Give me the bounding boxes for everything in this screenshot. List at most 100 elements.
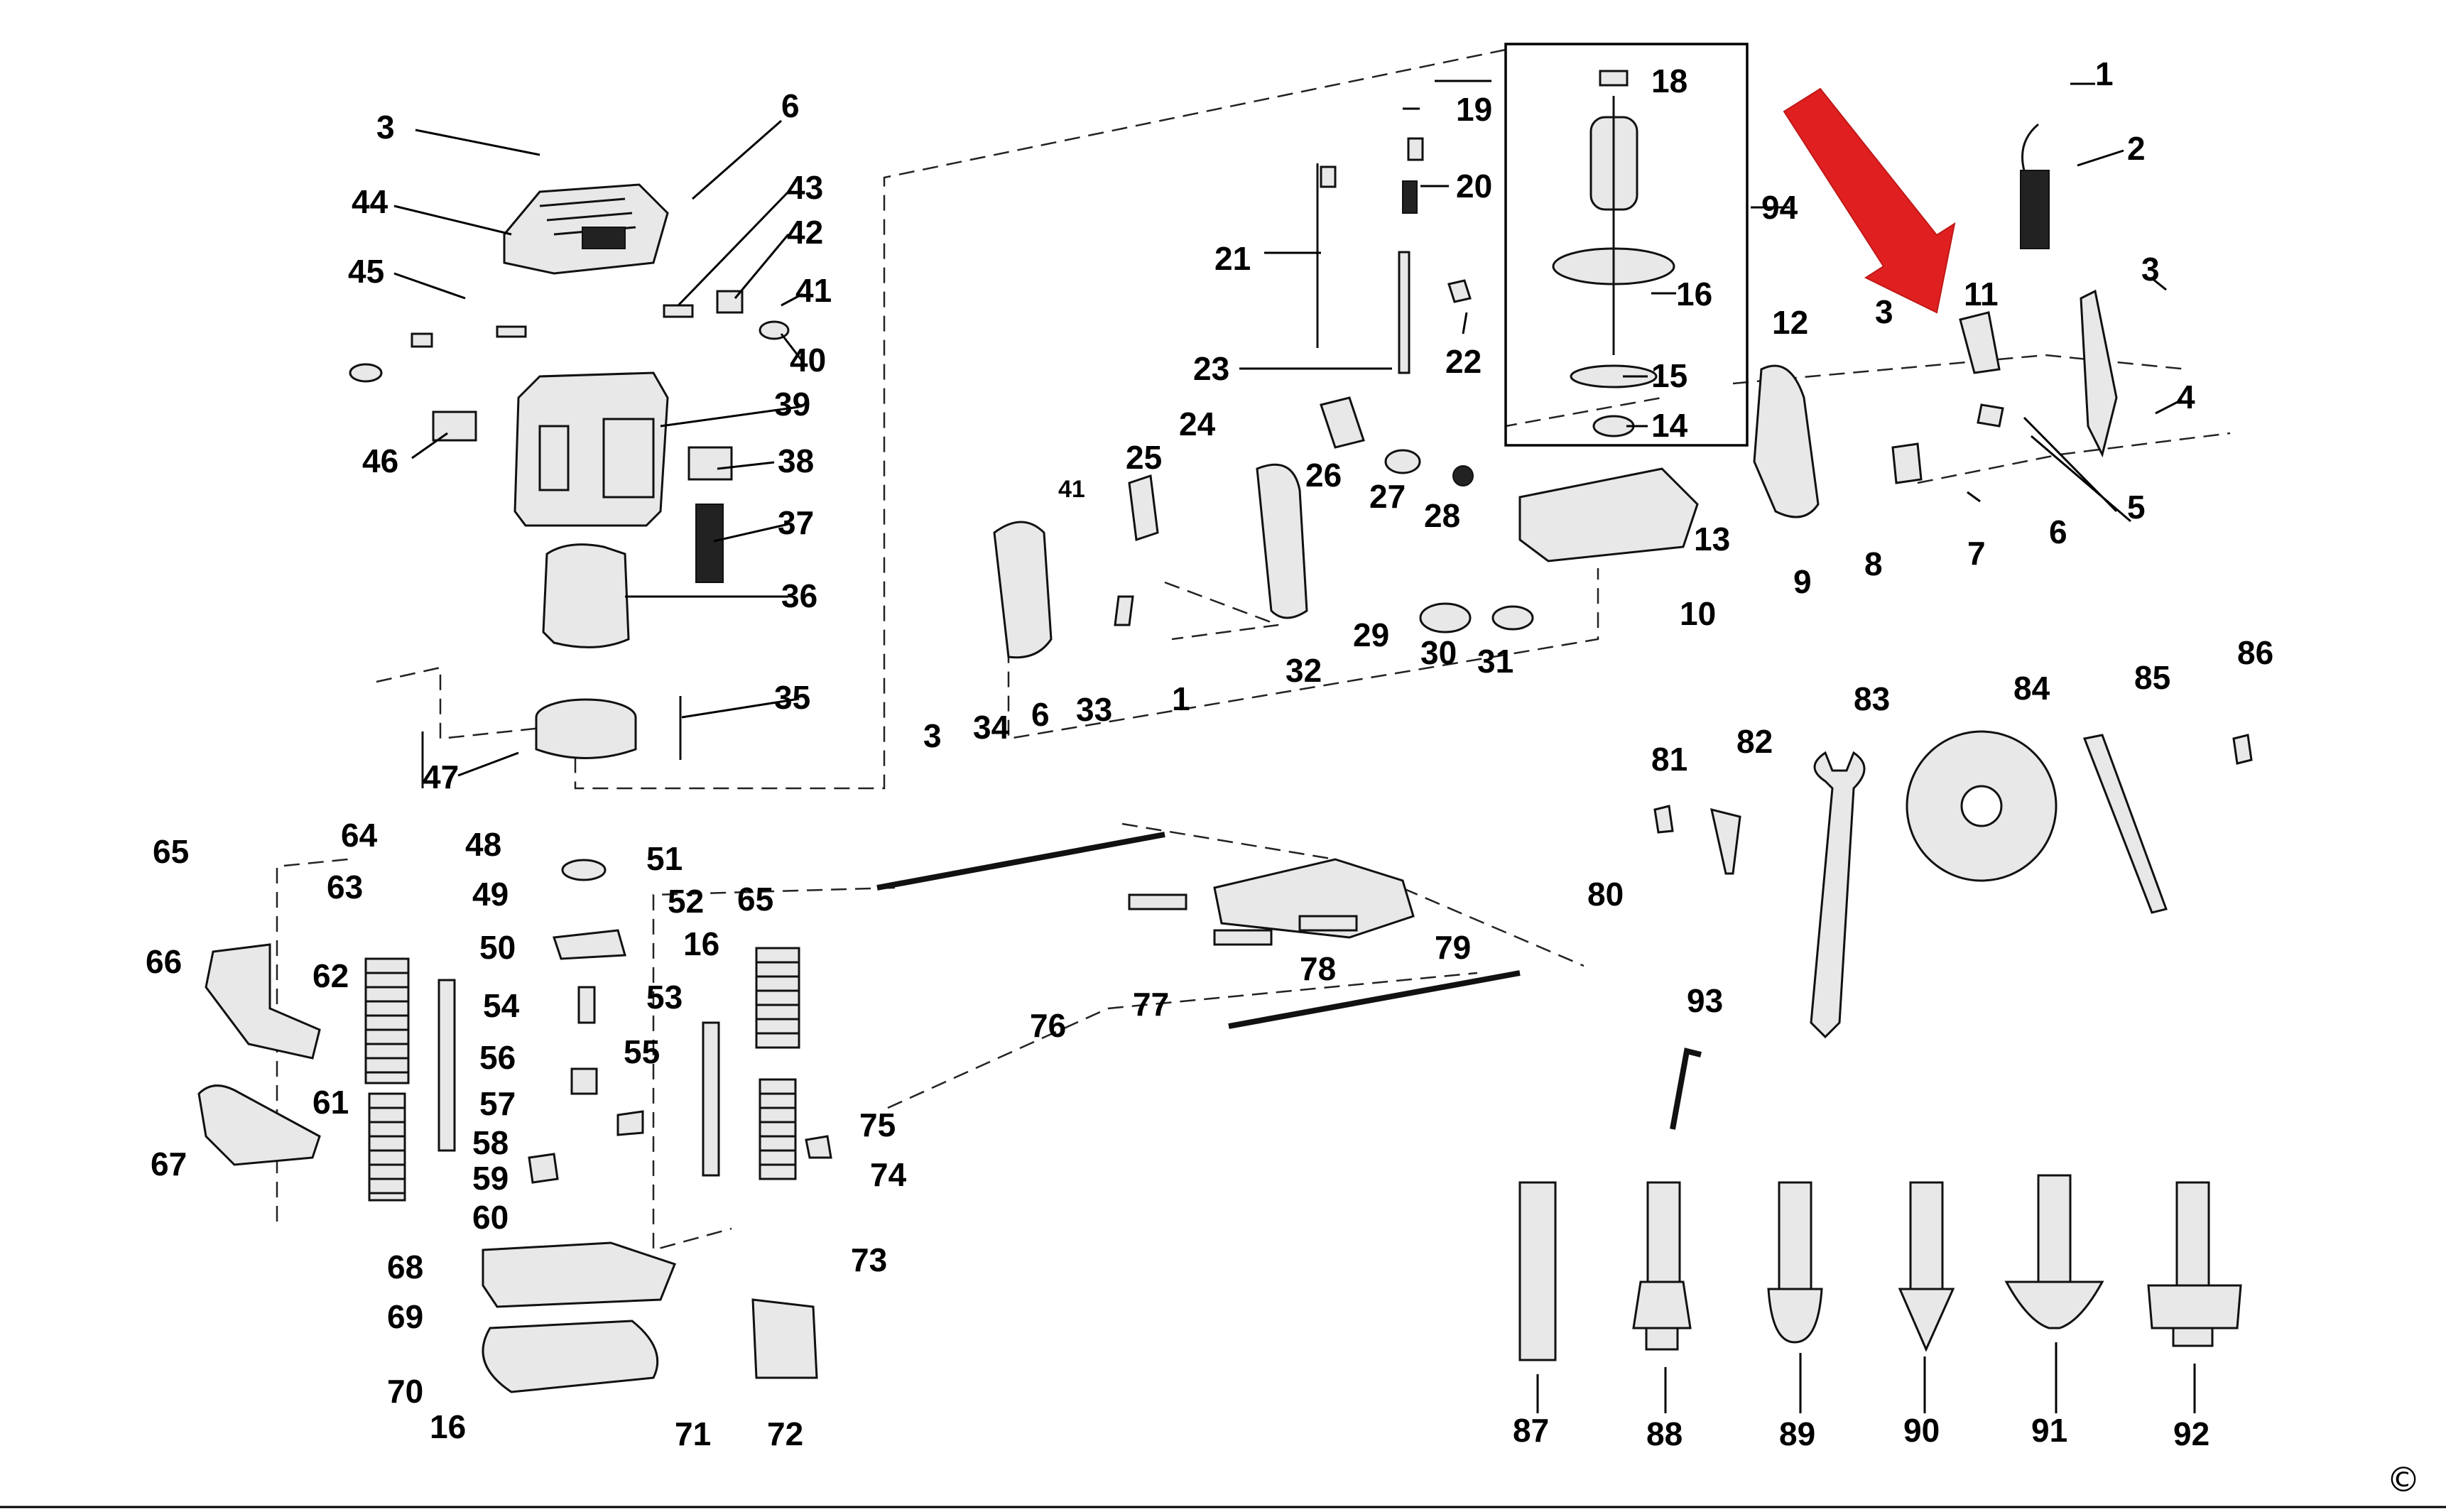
label-part-29: 29 bbox=[1353, 616, 1389, 653]
label-part-48: 48 bbox=[465, 826, 501, 863]
label-part-16: 16 bbox=[1676, 276, 1712, 312]
label-part-18: 18 bbox=[1651, 62, 1687, 99]
label-part-90: 90 bbox=[1903, 1412, 1940, 1449]
label-part-25: 25 bbox=[1126, 439, 1162, 476]
assembly-dashed-lines bbox=[276, 48, 2231, 1251]
label-part-83: 83 bbox=[1854, 680, 1890, 717]
router-bits bbox=[1518, 1174, 2242, 1361]
label-part-3: 3 bbox=[2141, 251, 2160, 288]
label-part-26: 26 bbox=[1305, 457, 1342, 494]
label-part-19: 19 bbox=[1456, 91, 1492, 128]
label-part-41: 41 bbox=[1058, 476, 1085, 503]
label-part-87: 87 bbox=[1513, 1412, 1549, 1449]
label-part-77: 77 bbox=[1133, 986, 1169, 1023]
label-part-11: 11 bbox=[1964, 276, 1999, 312]
label-part-85: 85 bbox=[2134, 659, 2170, 696]
label-part-3: 3 bbox=[376, 109, 395, 146]
label-part-50: 50 bbox=[479, 929, 516, 966]
label-part-7: 7 bbox=[1967, 535, 1986, 572]
label-part-47: 47 bbox=[423, 758, 459, 795]
label-part-46: 46 bbox=[362, 442, 398, 479]
edge-guide-assembly bbox=[876, 832, 1521, 1029]
bit-leader-lines bbox=[1536, 1342, 2196, 1413]
label-part-43: 43 bbox=[787, 169, 823, 206]
label-part-15: 15 bbox=[1651, 357, 1687, 394]
label-part-33: 33 bbox=[1076, 691, 1112, 728]
label-part-70: 70 bbox=[387, 1373, 423, 1410]
label-part-69: 69 bbox=[387, 1298, 423, 1335]
label-part-91: 91 bbox=[2031, 1412, 2067, 1449]
label-part-57: 57 bbox=[479, 1085, 516, 1122]
label-part-54: 54 bbox=[483, 987, 520, 1024]
label-part-14: 14 bbox=[1651, 407, 1688, 444]
label-part-37: 37 bbox=[778, 504, 814, 541]
label-part-12: 12 bbox=[1772, 304, 1808, 341]
label-part-8: 8 bbox=[1864, 545, 1883, 582]
part-labels: 1 2 3 3 3 3 4 5 6 6 6 7 8 9 10 11 12 13 … bbox=[146, 55, 2273, 1452]
label-part-60: 60 bbox=[472, 1199, 509, 1236]
label-part-38: 38 bbox=[778, 442, 814, 479]
label-part-23: 23 bbox=[1193, 350, 1229, 387]
label-part-76: 76 bbox=[1030, 1007, 1066, 1044]
label-part-41: 41 bbox=[795, 272, 832, 309]
label-part-78: 78 bbox=[1300, 950, 1336, 987]
label-part-94: 94 bbox=[1761, 189, 1798, 226]
label-part-31: 31 bbox=[1477, 643, 1513, 680]
label-part-35: 35 bbox=[774, 679, 810, 716]
label-part-86: 86 bbox=[2237, 634, 2273, 671]
label-part-3: 3 bbox=[923, 717, 942, 754]
label-part-39: 39 bbox=[774, 386, 810, 423]
label-part-44: 44 bbox=[352, 183, 388, 220]
label-part-73: 73 bbox=[851, 1241, 887, 1278]
label-part-1: 1 bbox=[2095, 55, 2114, 92]
accessories bbox=[1653, 730, 2253, 1130]
label-part-20: 20 bbox=[1456, 168, 1492, 205]
label-part-55: 55 bbox=[624, 1033, 660, 1070]
label-part-56: 56 bbox=[479, 1039, 516, 1076]
label-part-27: 27 bbox=[1369, 478, 1406, 515]
label-part-84: 84 bbox=[2013, 670, 2050, 707]
label-part-80: 80 bbox=[1587, 876, 1624, 913]
label-part-9: 9 bbox=[1793, 563, 1812, 600]
label-part-30: 30 bbox=[1420, 634, 1457, 671]
label-part-49: 49 bbox=[472, 876, 509, 913]
label-part-16: 16 bbox=[683, 925, 719, 962]
label-part-93: 93 bbox=[1687, 982, 1723, 1019]
label-part-52: 52 bbox=[668, 883, 704, 920]
label-part-63: 63 bbox=[327, 869, 363, 905]
handle-assembly bbox=[993, 123, 2118, 659]
label-part-34: 34 bbox=[973, 709, 1010, 746]
label-part-66: 66 bbox=[146, 943, 182, 980]
label-part-6: 6 bbox=[781, 87, 800, 124]
label-part-51: 51 bbox=[646, 840, 683, 877]
label-part-67: 67 bbox=[151, 1146, 187, 1182]
label-part-58: 58 bbox=[472, 1124, 509, 1161]
label-part-16: 16 bbox=[430, 1408, 466, 1445]
label-part-1: 1 bbox=[1172, 680, 1190, 717]
label-part-4: 4 bbox=[2177, 379, 2195, 415]
label-part-6: 6 bbox=[2049, 513, 2067, 550]
label-part-92: 92 bbox=[2173, 1415, 2209, 1452]
label-part-32: 32 bbox=[1285, 652, 1322, 689]
label-part-72: 72 bbox=[767, 1415, 803, 1452]
label-part-65: 65 bbox=[153, 833, 189, 870]
label-part-5: 5 bbox=[2127, 489, 2146, 526]
label-part-88: 88 bbox=[1646, 1415, 1683, 1452]
highlight-arrow bbox=[1783, 87, 1956, 314]
label-part-64: 64 bbox=[341, 817, 378, 854]
label-part-6: 6 bbox=[1031, 696, 1050, 733]
label-part-59: 59 bbox=[472, 1160, 509, 1197]
label-part-36: 36 bbox=[781, 577, 817, 614]
leader-lines bbox=[393, 80, 2183, 777]
label-part-40: 40 bbox=[790, 342, 826, 379]
label-part-79: 79 bbox=[1435, 929, 1471, 966]
label-part-24: 24 bbox=[1179, 406, 1216, 442]
label-part-2: 2 bbox=[2127, 130, 2146, 167]
label-part-21: 21 bbox=[1214, 240, 1251, 277]
label-part-61: 61 bbox=[312, 1084, 349, 1121]
armature-kit-box bbox=[1504, 43, 1749, 447]
label-part-65: 65 bbox=[737, 881, 773, 918]
label-part-71: 71 bbox=[675, 1415, 711, 1452]
label-part-82: 82 bbox=[1736, 723, 1773, 760]
